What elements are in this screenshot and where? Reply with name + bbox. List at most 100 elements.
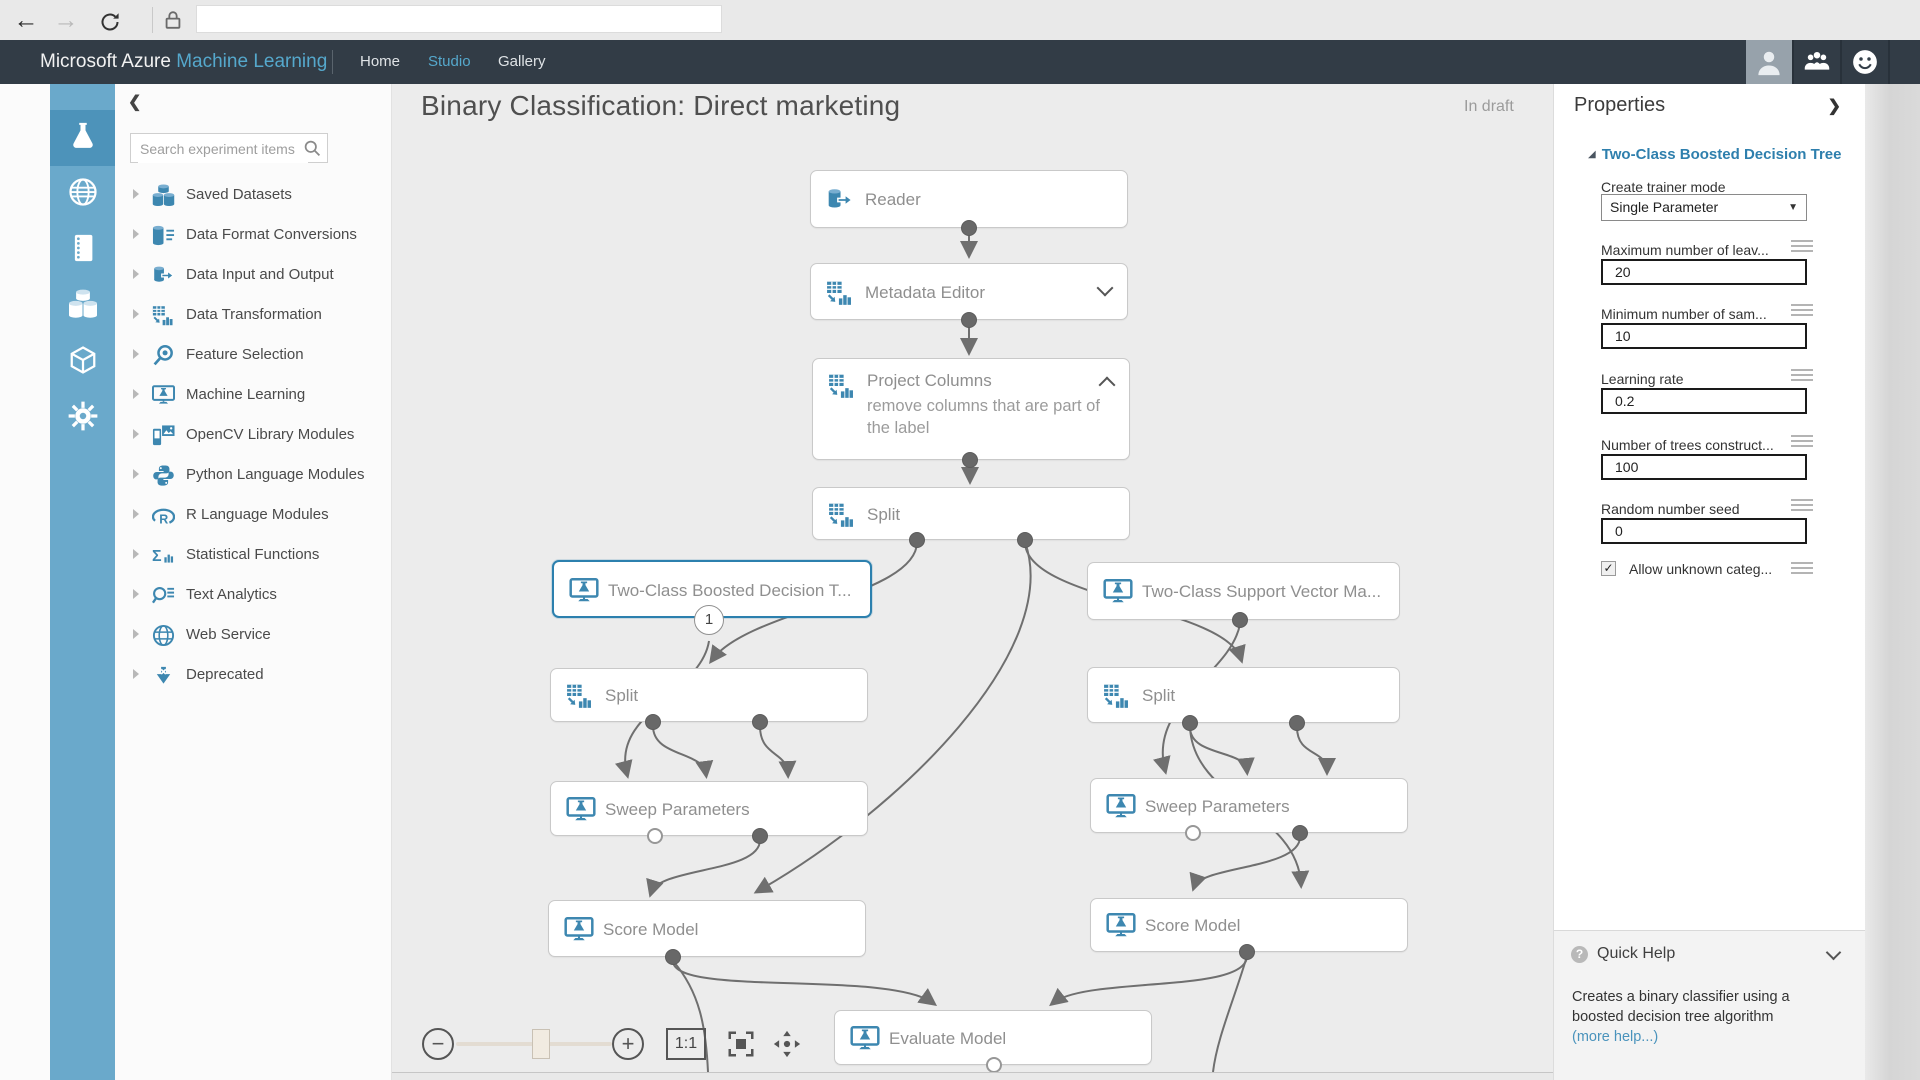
zoom-in-button[interactable]: +: [612, 1028, 644, 1060]
panel-collapse-icon[interactable]: ❯: [1827, 98, 1841, 115]
expander-icon[interactable]: [133, 549, 139, 559]
node-reader[interactable]: Reader: [810, 170, 1128, 228]
sidebar-item-deprecated[interactable]: Deprecated: [0, 656, 392, 696]
address-bar-input[interactable]: [196, 5, 722, 33]
user-avatar[interactable]: [1746, 40, 1792, 84]
range-toggle-icon[interactable]: [1791, 435, 1813, 449]
output-port[interactable]: [1289, 715, 1305, 731]
node-score-right[interactable]: Score Model: [1090, 898, 1408, 952]
output-port-badge[interactable]: 1: [694, 605, 724, 635]
nav-studio[interactable]: Studio: [428, 53, 471, 70]
strip-tab-database[interactable]: [50, 278, 115, 334]
output-port[interactable]: [1182, 715, 1198, 731]
allow-unknown-checkbox[interactable]: ✓: [1601, 561, 1616, 576]
node-split-top[interactable]: Split: [812, 487, 1130, 540]
output-port[interactable]: [909, 532, 925, 548]
strip-tab-cube[interactable]: [50, 334, 115, 390]
zoom-actual-size-button[interactable]: 1:1: [666, 1028, 706, 1060]
refresh-icon[interactable]: [92, 8, 128, 44]
strip-tab-globe[interactable]: [50, 166, 115, 222]
trainer-mode-select[interactable]: Single Parameter ▼: [1601, 194, 1807, 221]
output-port-unconnected[interactable]: [986, 1057, 1002, 1073]
expander-icon[interactable]: [133, 229, 139, 239]
node-sweep-left[interactable]: Sweep Parameters: [550, 781, 868, 836]
node-sweep-right[interactable]: Sweep Parameters: [1090, 778, 1408, 833]
output-port-unconnected[interactable]: [1185, 825, 1201, 841]
sidebar-item-web-service[interactable]: Web Service: [0, 616, 392, 656]
output-port[interactable]: [665, 949, 681, 965]
sidebar-item-opencv-library-modules[interactable]: OpenCV Library Modules: [0, 416, 392, 456]
brand[interactable]: Microsoft Azure Machine Learning: [40, 40, 327, 84]
random-seed-input[interactable]: 0: [1601, 518, 1807, 544]
more-help-link[interactable]: (more help...): [1572, 1029, 1659, 1045]
expander-icon[interactable]: [133, 509, 139, 519]
output-port[interactable]: [961, 220, 977, 236]
chevron-up-icon[interactable]: [1098, 376, 1116, 394]
expander-icon[interactable]: [133, 189, 139, 199]
range-toggle-icon[interactable]: [1791, 240, 1813, 254]
range-toggle-icon[interactable]: [1791, 499, 1813, 513]
output-port-unconnected[interactable]: [647, 828, 663, 844]
output-port[interactable]: [1239, 944, 1255, 960]
output-port[interactable]: [961, 312, 977, 328]
fit-to-screen-icon[interactable]: [726, 1029, 756, 1059]
node-svm[interactable]: Two-Class Support Vector Ma...: [1087, 562, 1400, 620]
expander-icon[interactable]: [133, 669, 139, 679]
strip-tab-gear[interactable]: [50, 390, 115, 446]
sidebar-item-machine-learning[interactable]: Machine Learning: [0, 376, 392, 416]
expander-icon[interactable]: [133, 429, 139, 439]
sidebar-item-data-input-and-output[interactable]: Data Input and Output: [0, 256, 392, 296]
node-evaluate[interactable]: Evaluate Model: [834, 1010, 1152, 1065]
nav-home[interactable]: Home: [360, 53, 401, 70]
expander-icon[interactable]: [133, 309, 139, 319]
range-toggle-icon[interactable]: [1791, 369, 1813, 383]
sidebar-item-data-format-conversions[interactable]: Data Format Conversions: [0, 216, 392, 256]
node-split-right[interactable]: Split: [1087, 667, 1400, 723]
range-toggle-icon[interactable]: [1791, 562, 1813, 576]
output-port[interactable]: [752, 714, 768, 730]
sidebar-item-saved-datasets[interactable]: Saved Datasets: [0, 176, 392, 216]
zoom-slider-handle[interactable]: [532, 1029, 550, 1059]
back-icon[interactable]: ←: [13, 6, 39, 34]
workspace-users-icon[interactable]: [1794, 40, 1840, 84]
node-split-left[interactable]: Split: [550, 668, 868, 722]
min-samples-input[interactable]: 10: [1601, 323, 1807, 349]
output-port[interactable]: [1292, 825, 1308, 841]
forward-icon[interactable]: →: [53, 6, 79, 34]
output-port[interactable]: [752, 828, 768, 844]
sidebar-collapse-icon[interactable]: ❮: [128, 94, 142, 111]
module-section-header[interactable]: ◢Two-Class Boosted Decision Tree: [1588, 146, 1841, 164]
output-port[interactable]: [645, 714, 661, 730]
expander-icon[interactable]: [133, 629, 139, 639]
output-port[interactable]: [1232, 612, 1248, 628]
feedback-smiley-icon[interactable]: [1842, 40, 1888, 84]
sidebar-item-feature-selection[interactable]: Feature Selection: [0, 336, 392, 376]
expander-icon[interactable]: [133, 389, 139, 399]
expander-icon[interactable]: [133, 589, 139, 599]
expander-icon[interactable]: [133, 349, 139, 359]
sidebar-item-python-language-modules[interactable]: Python Language Modules: [0, 456, 392, 496]
output-port[interactable]: [1017, 532, 1033, 548]
sidebar-item-text-analytics[interactable]: Text Analytics: [0, 576, 392, 616]
pan-mode-icon[interactable]: [772, 1029, 802, 1059]
output-port[interactable]: [962, 452, 978, 468]
learning-rate-input[interactable]: 0.2: [1601, 388, 1807, 414]
num-trees-input[interactable]: 100: [1601, 454, 1807, 480]
strip-tab-flask[interactable]: [50, 110, 115, 166]
expander-icon[interactable]: [133, 469, 139, 479]
zoom-out-button[interactable]: −: [422, 1028, 454, 1060]
sidebar-item-data-transformation[interactable]: Data Transformation: [0, 296, 392, 336]
nav-gallery[interactable]: Gallery: [498, 53, 546, 70]
node-score-left[interactable]: Score Model: [548, 900, 866, 957]
range-toggle-icon[interactable]: [1791, 304, 1813, 318]
search-input[interactable]: [138, 135, 308, 163]
search-icon[interactable]: [303, 139, 322, 163]
max-leaves-input[interactable]: 20: [1601, 259, 1807, 285]
quick-help-collapse-icon[interactable]: [1825, 944, 1842, 961]
chevron-down-icon[interactable]: [1096, 279, 1114, 297]
strip-tab-notebook[interactable]: [50, 222, 115, 278]
expander-icon[interactable]: [133, 269, 139, 279]
